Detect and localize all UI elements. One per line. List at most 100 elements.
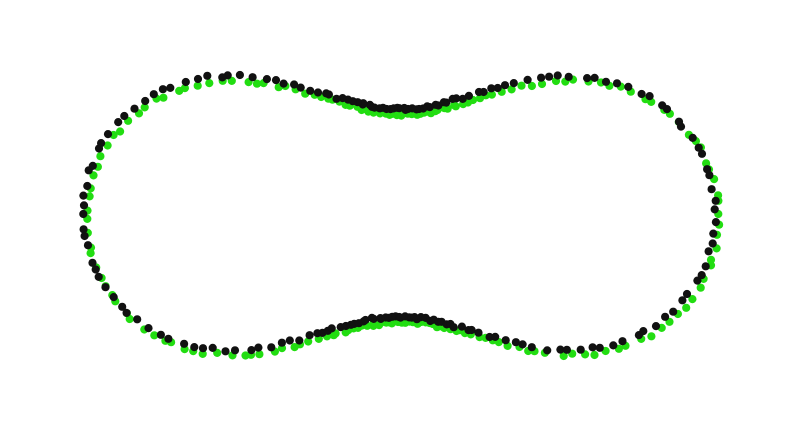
- green-point: [252, 79, 262, 88]
- black-point: [141, 96, 150, 106]
- black-point: [322, 89, 331, 98]
- black-point: [114, 118, 123, 127]
- black-point: [94, 272, 103, 281]
- black-point: [491, 332, 500, 341]
- black-point: [313, 88, 323, 97]
- black-point: [277, 338, 286, 347]
- black-point: [158, 85, 167, 94]
- black-point: [133, 315, 142, 324]
- black-point: [248, 73, 257, 82]
- black-point: [688, 133, 697, 142]
- black-point: [230, 346, 240, 355]
- black-point: [91, 265, 100, 274]
- black-point: [697, 271, 706, 280]
- green-point: [205, 79, 214, 88]
- black-point: [500, 81, 510, 90]
- black-point: [707, 185, 716, 194]
- black-point: [84, 166, 93, 175]
- black-point: [332, 94, 341, 103]
- black-point: [198, 344, 208, 353]
- black-point: [285, 336, 294, 345]
- black-point: [661, 312, 670, 321]
- black-point: [88, 258, 97, 267]
- black-point: [639, 327, 648, 336]
- green-point: [255, 350, 264, 359]
- black-point: [527, 343, 536, 352]
- black-point: [501, 336, 510, 345]
- black-point: [254, 343, 263, 352]
- black-point: [130, 104, 139, 113]
- green-point: [527, 81, 537, 91]
- green-point: [89, 171, 98, 180]
- green-point: [140, 103, 149, 112]
- black-point: [583, 74, 592, 83]
- green-point: [96, 152, 105, 161]
- black-point: [543, 346, 552, 355]
- black-point: [682, 289, 692, 299]
- black-point: [149, 90, 158, 99]
- black-point: [590, 73, 599, 82]
- black-point: [564, 72, 573, 81]
- black-point: [290, 80, 299, 89]
- black-point: [545, 72, 554, 81]
- black-point: [208, 343, 217, 352]
- green-point: [150, 331, 159, 340]
- black-point: [103, 130, 113, 139]
- black-point: [710, 205, 719, 214]
- black-point: [457, 322, 466, 331]
- green-point: [103, 141, 112, 150]
- black-point: [101, 283, 110, 292]
- black-point: [711, 196, 720, 205]
- black-point: [122, 308, 131, 317]
- green-point: [706, 255, 716, 264]
- green-point: [450, 101, 459, 110]
- black-point: [180, 339, 189, 348]
- black-point: [448, 94, 457, 103]
- black-point: [271, 76, 281, 85]
- black-point: [79, 201, 89, 210]
- green-point: [537, 79, 547, 89]
- black-point: [553, 71, 562, 80]
- black-point: [658, 101, 667, 110]
- green-point: [559, 351, 568, 361]
- black-point: [704, 247, 713, 256]
- black-point: [305, 331, 314, 340]
- black-point: [144, 324, 153, 333]
- black-point: [369, 314, 378, 323]
- black-point: [669, 307, 678, 316]
- black-point: [651, 322, 661, 331]
- black-point: [697, 149, 707, 158]
- black-point: [235, 70, 244, 80]
- green-point: [475, 94, 485, 103]
- black-point: [523, 75, 532, 84]
- black-point: [624, 82, 633, 91]
- black-point: [711, 218, 721, 227]
- green-point: [159, 93, 168, 102]
- black-point: [221, 347, 230, 356]
- black-point: [474, 87, 484, 97]
- black-point: [118, 302, 127, 311]
- black-point: [296, 83, 305, 92]
- black-point: [79, 209, 88, 219]
- black-point: [556, 345, 565, 354]
- black-point: [83, 241, 93, 250]
- black-point: [474, 328, 483, 337]
- black-point: [361, 315, 370, 325]
- green-point: [696, 283, 705, 292]
- black-point: [609, 341, 618, 350]
- black-point: [537, 73, 546, 82]
- black-point: [262, 75, 271, 84]
- black-point: [365, 100, 374, 109]
- black-point: [703, 165, 712, 174]
- green-point: [125, 314, 134, 324]
- black-point: [218, 73, 227, 82]
- black-point: [693, 276, 702, 285]
- black-point: [156, 330, 165, 339]
- black-point: [267, 343, 276, 352]
- green-point: [85, 192, 94, 201]
- black-point: [678, 296, 687, 305]
- black-point: [79, 225, 88, 234]
